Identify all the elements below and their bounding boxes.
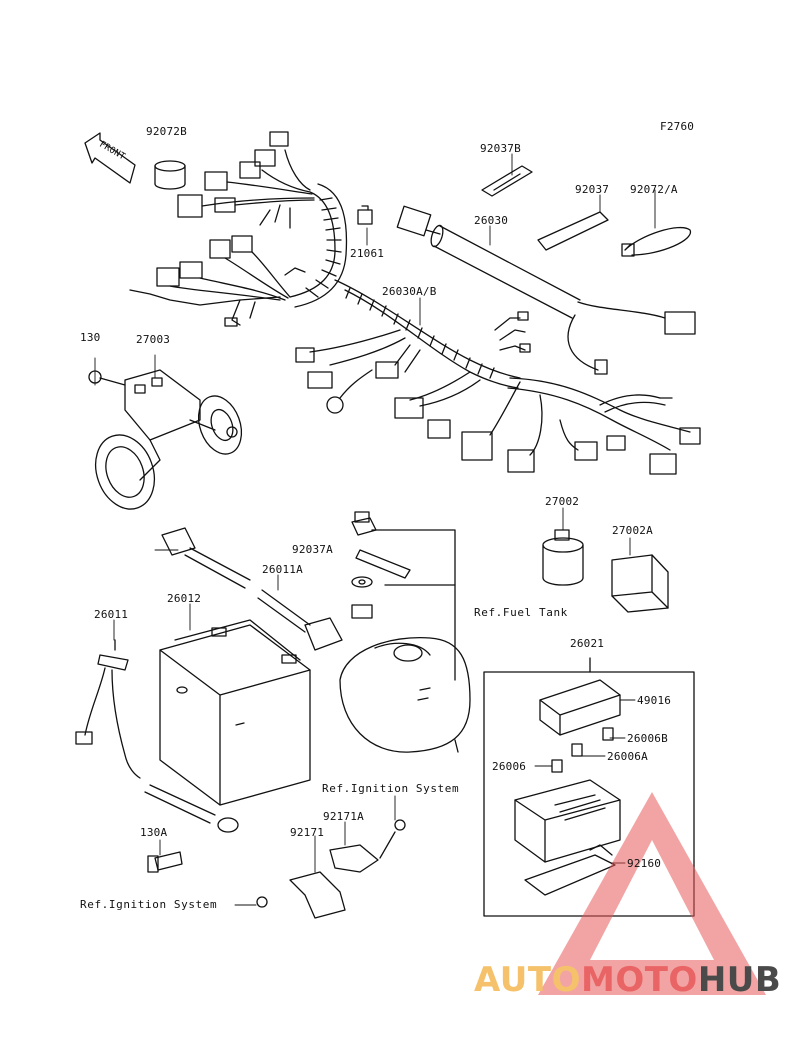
harness-branches-left [295, 329, 421, 414]
part-label-92037: 92037 [575, 183, 610, 196]
part-label-26011: 26011 [94, 608, 129, 621]
part-label-26012: 26012 [167, 592, 202, 605]
part-label-130: 130 [80, 331, 101, 344]
part-label-26006a: 26006A [607, 750, 648, 763]
part-label-92037b: 92037B [480, 142, 521, 155]
leader-lines [94, 153, 656, 906]
strip-92037 [537, 211, 609, 251]
part-label-27003: 27003 [136, 333, 171, 346]
part-label-92171: 92171 [290, 826, 325, 839]
tank-hardware [351, 511, 456, 681]
relay-27002a [611, 554, 669, 613]
watermark-text-moto: MOTO [580, 960, 698, 1000]
part-label-26006b: 26006B [627, 732, 668, 745]
part-label-92171a: 92171A [323, 810, 364, 823]
cable-26011a [161, 527, 343, 651]
strip-92037b [481, 165, 533, 197]
horn-assembly [88, 369, 243, 510]
part-label-92160: 92160 [627, 857, 662, 870]
relay-27002 [542, 529, 584, 586]
subharness-26030 [396, 205, 696, 375]
part-label-26011a: 26011A [262, 563, 303, 576]
watermark-text: AUTOMOTOHUB [474, 960, 781, 1000]
part-label-130a: 130A [140, 826, 168, 839]
ref-fuel-tank: Ref.Fuel Tank [474, 606, 568, 619]
battery-26012 [159, 619, 311, 806]
harness-branches-right [394, 311, 701, 475]
connector-cluster-lower [129, 235, 306, 327]
watermark-text-hub: HUB [697, 960, 782, 1000]
part-label-26030ab: 26030A/B [382, 285, 437, 298]
main-harness [289, 183, 521, 389]
ref-ignition-lower: Ref.Ignition System [80, 898, 218, 911]
part-label-49016: 49016 [637, 694, 672, 707]
fuel-tank [339, 636, 471, 753]
connector-cluster-upper [177, 131, 315, 229]
bracket-92171 [256, 871, 346, 919]
tie-92072a [621, 226, 691, 257]
bolt-130a [147, 851, 183, 873]
band-92072b [154, 160, 186, 190]
connector-21061 [357, 205, 373, 225]
front-arrow [84, 132, 136, 184]
part-label-21061: 21061 [350, 247, 385, 260]
watermark-text-auto: AUTO [474, 960, 581, 1000]
part-label-26030: 26030 [474, 214, 509, 227]
ref-ignition-upper: Ref.Ignition System [322, 782, 460, 795]
part-label-92072b: 92072B [146, 125, 187, 138]
part-label-27002: 27002 [545, 495, 580, 508]
figure-code: F2760 [660, 120, 695, 133]
cable-26011 [75, 639, 239, 833]
part-label-92072a: 92072/A [630, 183, 678, 196]
part-label-26021: 26021 [570, 637, 605, 650]
bracket-92171a [329, 819, 406, 873]
part-label-92037a: 92037A [292, 543, 333, 556]
part-label-27002a: 27002A [612, 524, 653, 537]
part-label-26006: 26006 [492, 760, 527, 773]
